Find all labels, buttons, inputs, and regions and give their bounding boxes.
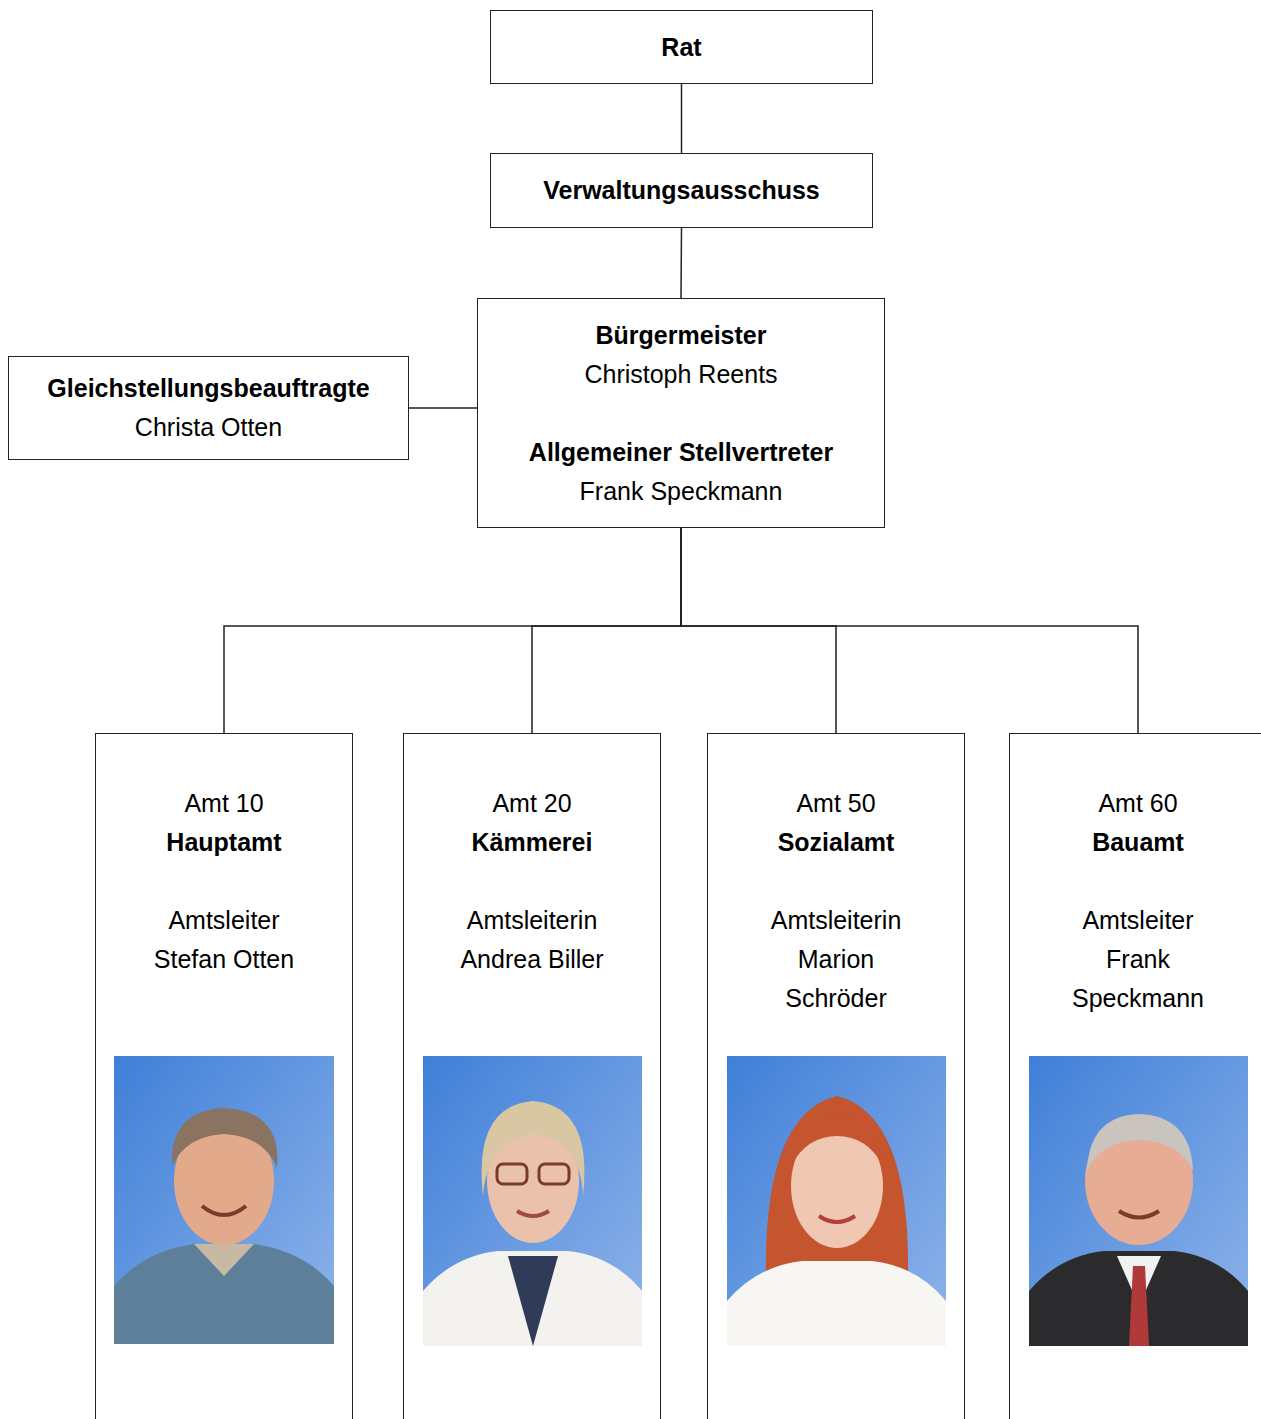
box-text: Amt 50 [796,784,875,823]
box-text: Amtsleiter [1082,901,1193,940]
org-connector [680,228,682,298]
box-heading: Hauptamt [166,823,281,862]
office-box: Amt 50SozialamtAmtsleiterinMarion Schröd… [707,733,965,1419]
mayor-box: BürgermeisterChristoph ReentsAllgemeiner… [477,298,885,528]
box-heading: Gleichstellungsbeauftragte [47,369,369,408]
portrait-photo [114,1056,334,1344]
box-text: Christa Otten [135,408,282,447]
org-connector [409,407,477,409]
box-text: Amt 20 [492,784,571,823]
org-connector [681,84,683,153]
box-heading: Bürgermeister [596,316,767,355]
box-text: Stefan Otten [154,940,294,979]
box-heading: Verwaltungsausschuss [543,171,820,210]
box-text: Amtsleiter [168,901,279,940]
portrait-photo [727,1056,946,1346]
org-connector [224,528,681,733]
committee-box: Verwaltungsausschuss [490,153,873,228]
portrait-photo [1029,1056,1248,1346]
office-box: Amt 20KämmereiAmtsleiterinAndrea Biller [403,733,661,1419]
box-text: Frank Speckmann [1051,940,1226,1018]
box-heading: Allgemeiner Stellvertreter [529,433,833,472]
box-heading: Bauamt [1092,823,1184,862]
org-connector [681,528,1138,733]
box-text: Marion Schröder [749,940,924,1018]
equality-officer-box: GleichstellungsbeauftragteChrista Otten [8,356,409,460]
box-heading: Rat [661,28,701,67]
box-text: Amt 10 [184,784,263,823]
box-text: Amtsleiterin [771,901,902,940]
box-text: Amt 60 [1098,784,1177,823]
box-heading: Sozialamt [778,823,895,862]
office-box: Amt 10HauptamtAmtsleiterStefan Otten [95,733,353,1419]
box-text: Amtsleiterin [467,901,598,940]
box-heading: Kämmerei [472,823,593,862]
box-text: Frank Speckmann [580,472,783,511]
org-connector [532,528,681,733]
box-text: Christoph Reents [584,355,777,394]
council-box: Rat [490,10,873,84]
org-connector [681,528,836,733]
portrait-photo [423,1056,642,1346]
box-text: Andrea Biller [460,940,603,979]
office-box: Amt 60BauamtAmtsleiterFrank Speckmann [1009,733,1261,1419]
